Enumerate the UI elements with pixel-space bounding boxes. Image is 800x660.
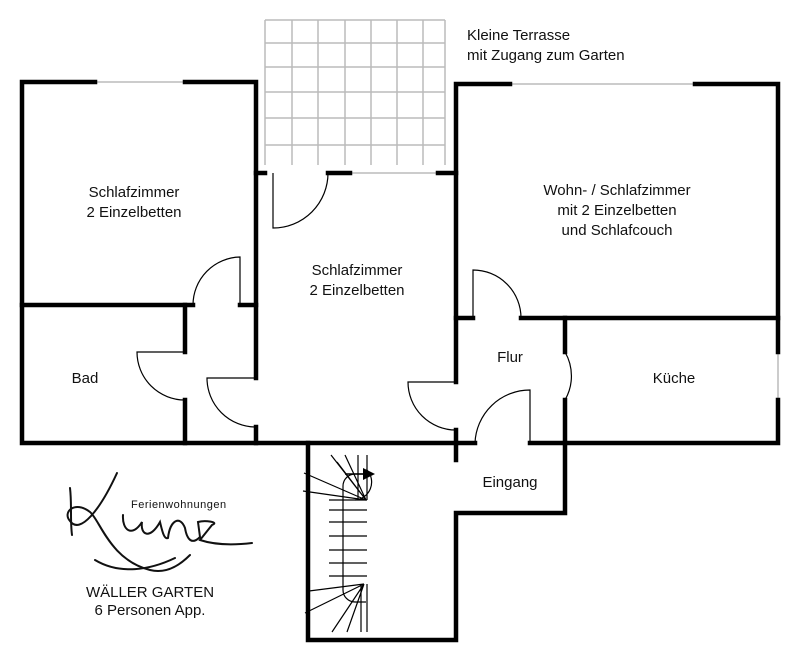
living-room-label: Wohn- / Schlafzimmer mit 2 Einzelbetten … [543,181,690,241]
living-line3: und Schlafcouch [561,222,673,239]
bedroom-left-line2: 2 Einzelbetten [86,204,182,221]
logo-subtitle: Ferienwohnungen [131,499,227,511]
apartment-name: WÄLLER GARTEN [85,584,215,601]
terrace-label-line2: mit Zugang zum Garten [467,47,625,64]
bedroom-middle-line1: Schlafzimmer [311,262,403,279]
apartment-capacity: 6 Personen App. [94,602,206,619]
walls [19,79,781,643]
bedroom-middle-line2: 2 Einzelbetten [309,282,405,299]
stair-arrow-icon [363,468,375,480]
terrace-label-line1: Kleine Terrasse [467,27,571,44]
terrace-grid [264,19,446,165]
kitchen-label: Küche [652,370,696,387]
bedroom-left-label: Schlafzimmer 2 Einzelbetten [86,183,181,223]
staircase [302,454,373,633]
hall-label: Flur [497,349,523,366]
terrace-label: Kleine Terrasse mit Zugang zum Garten [467,26,625,66]
living-line2: mit 2 Einzelbetten [557,202,677,219]
logo-kunz [66,472,253,572]
bath-label: Bad [71,370,99,387]
windows [95,81,779,400]
entrance-label: Eingang [482,474,538,491]
doors [136,172,572,444]
bedroom-left-line1: Schlafzimmer [88,184,180,201]
living-line1: Wohn- / Schlafzimmer [543,182,691,199]
bedroom-middle-label: Schlafzimmer 2 Einzelbetten [309,261,404,301]
